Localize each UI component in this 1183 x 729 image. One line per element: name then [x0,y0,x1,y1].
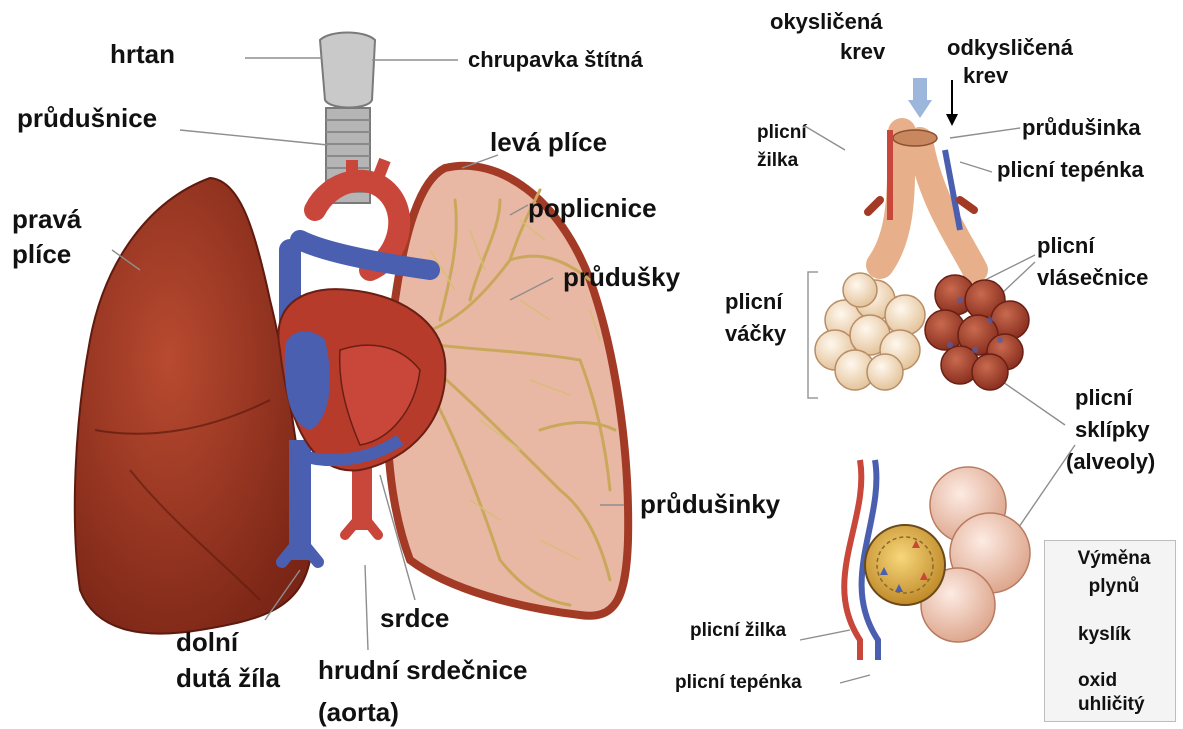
label-okyslicena-krev-2: krev [840,40,885,65]
right-lung [75,178,310,634]
label-plicni-sklipky-2: sklípky [1075,418,1150,443]
label-plicni-sklipky-3: (alveoly) [1066,450,1155,475]
label-dolni-duta-zila-2: dutá žíla [176,664,280,693]
bronchiole-detail [808,78,1029,398]
label-poplicnice: poplicnice [528,194,657,223]
label-prava-plice-2: plíce [12,240,71,269]
label-aorta-1: hrudní srdečnice [318,656,528,685]
label-prudusinka: průdušinka [1022,116,1141,141]
label-srdce: srdce [380,604,449,633]
label-plicni-zilka-top-1: plicní [757,122,807,143]
label-plicni-sklipky-1: plicní [1075,386,1132,411]
label-hrtan: hrtan [110,40,175,69]
label-prava-plice-1: pravá [12,205,81,234]
label-dolni-duta-zila-1: dolní [176,628,238,657]
label-leva-plice: levá plíce [490,128,607,157]
label-prudusinky: průdušinky [640,490,780,519]
label-plicni-tepenka-bottom: plicní tepénka [675,672,802,693]
label-prudusky: průdušky [563,263,680,292]
legend-title-2: plynů [1059,576,1169,598]
label-plicni-zilka-bottom: plicní žilka [690,620,786,641]
legend-kyslik: kyslík [1078,624,1131,645]
label-chrupavka-stitna: chrupavka štítná [468,48,643,73]
label-plicni-vacky-1: plicní [725,290,782,315]
label-aorta-2: (aorta) [318,698,399,727]
alveoli-detail [844,460,1030,660]
label-odkyslicena-krev-2: krev [963,64,1008,89]
label-okyslicena-krev-1: okysličená [770,10,883,35]
legend-oxid-1: oxid [1078,670,1117,691]
label-plicni-vlasecnice-1: plicní [1037,234,1094,259]
label-plicni-tepenka-top: plicní tepénka [997,158,1144,183]
label-odkyslicena-krev-1: odkysličená [947,36,1073,61]
label-plicni-vacky-2: váčky [725,322,786,347]
label-plicni-zilka-top-2: žilka [757,150,798,171]
legend-oxid-2: uhličitý [1078,694,1145,715]
label-prudusnice: průdušnice [17,104,157,133]
label-plicni-vlasecnice-2: vlásečnice [1037,266,1148,291]
legend-title-1: Výměna [1059,548,1169,570]
